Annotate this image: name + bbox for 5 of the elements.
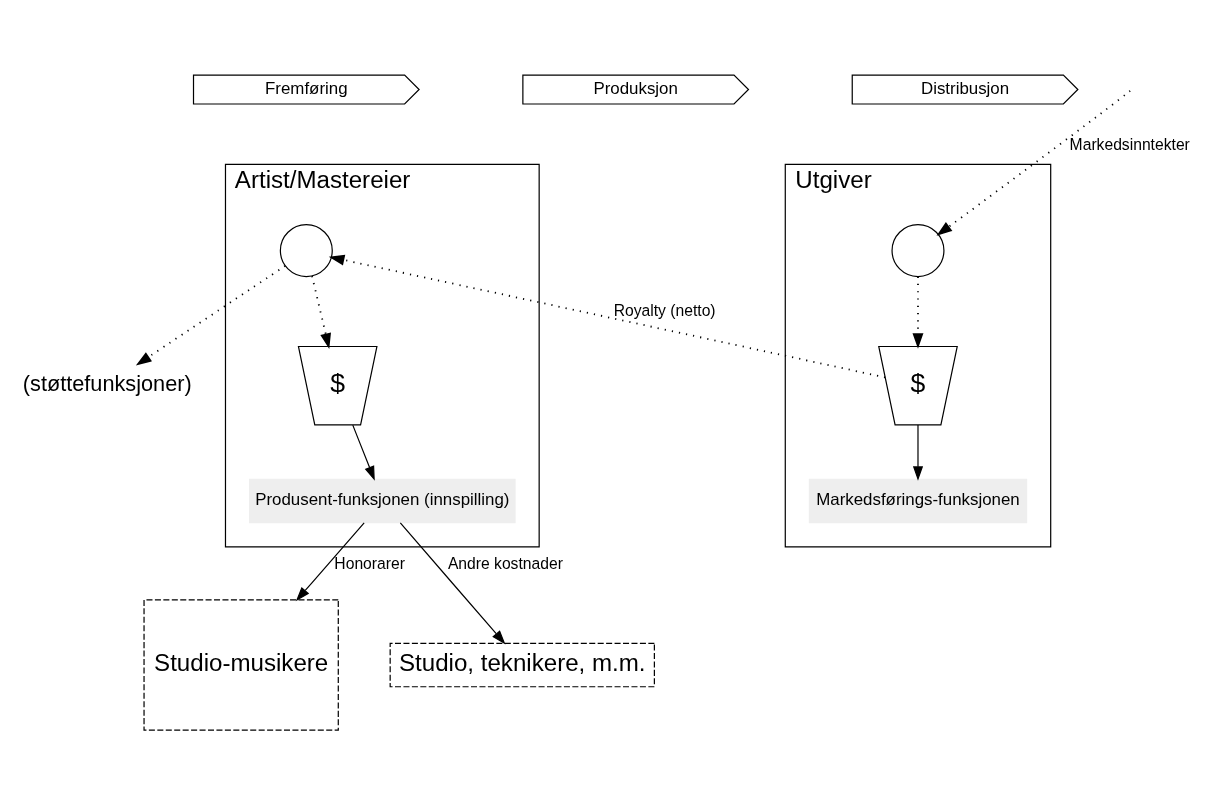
edge-label: Markedsinntekter <box>1069 136 1190 154</box>
node-text: (støttefunksjoner) <box>22 371 192 397</box>
edge-label: Honorarer <box>334 554 405 572</box>
edge-label: Royalty (netto) <box>613 301 716 319</box>
edge-label: Andre kostnader <box>447 554 563 572</box>
